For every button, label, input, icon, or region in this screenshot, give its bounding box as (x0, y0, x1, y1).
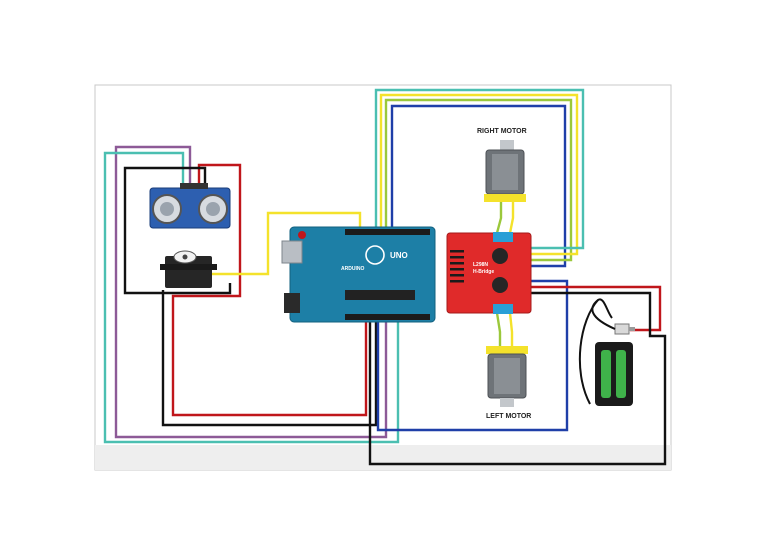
battery-cell-2 (616, 350, 626, 398)
purple-wire (114, 145, 388, 439)
l298n-driver: L298N H-Bridge (446, 232, 532, 314)
motor-b-terminal (493, 304, 513, 314)
ultrasonic-sensor (149, 183, 231, 229)
servo-motor (160, 250, 217, 288)
capacitor-1 (492, 248, 508, 264)
arduino-brand-label: ARDUINO (341, 266, 364, 272)
left-motor-label: LEFT MOTOR (486, 413, 531, 420)
control-wire-2 (384, 98, 573, 262)
header-top (345, 229, 430, 235)
bottom-strip (95, 445, 671, 470)
blue-wire-driver (376, 279, 569, 432)
black-wire-battery (368, 291, 667, 466)
yellow-wire-servo (210, 211, 362, 276)
usb-port (281, 240, 303, 264)
reset-button (298, 231, 306, 239)
battery-cell-1 (601, 350, 611, 398)
motor-a-terminal (493, 232, 513, 242)
control-wire-1 (390, 104, 567, 268)
yellow-wire-left-motor (508, 312, 514, 346)
driver-chip-label: L298N (473, 262, 488, 268)
control-wire-4 (374, 88, 585, 250)
yellow-wire-right-motor (508, 200, 515, 234)
black-wire-ground (161, 290, 378, 427)
header-bottom (345, 314, 430, 320)
driver-name-label: H-Bridge (473, 269, 494, 275)
microcontroller-chip (345, 290, 415, 300)
arduino-model-label: UNO (390, 251, 408, 260)
right-motor (484, 140, 526, 202)
arduino-uno-board: ARDUINO UNO (281, 226, 436, 323)
black-wire-sensor (123, 166, 232, 295)
heatsink (450, 250, 464, 283)
red-wire-sensor (171, 163, 368, 417)
green-wire-left-motor (495, 312, 502, 346)
right-motor-label: RIGHT MOTOR (477, 128, 527, 135)
battery-lead-2 (578, 299, 599, 405)
control-wire-3 (379, 93, 579, 256)
power-jack (284, 293, 300, 313)
green-wire-right-motor (495, 200, 503, 234)
battery-pack (595, 342, 633, 406)
red-wire-battery (531, 285, 662, 332)
teal-wire (103, 151, 400, 444)
capacitor-2 (492, 277, 508, 293)
wires (103, 88, 667, 466)
left-motor (486, 346, 528, 407)
